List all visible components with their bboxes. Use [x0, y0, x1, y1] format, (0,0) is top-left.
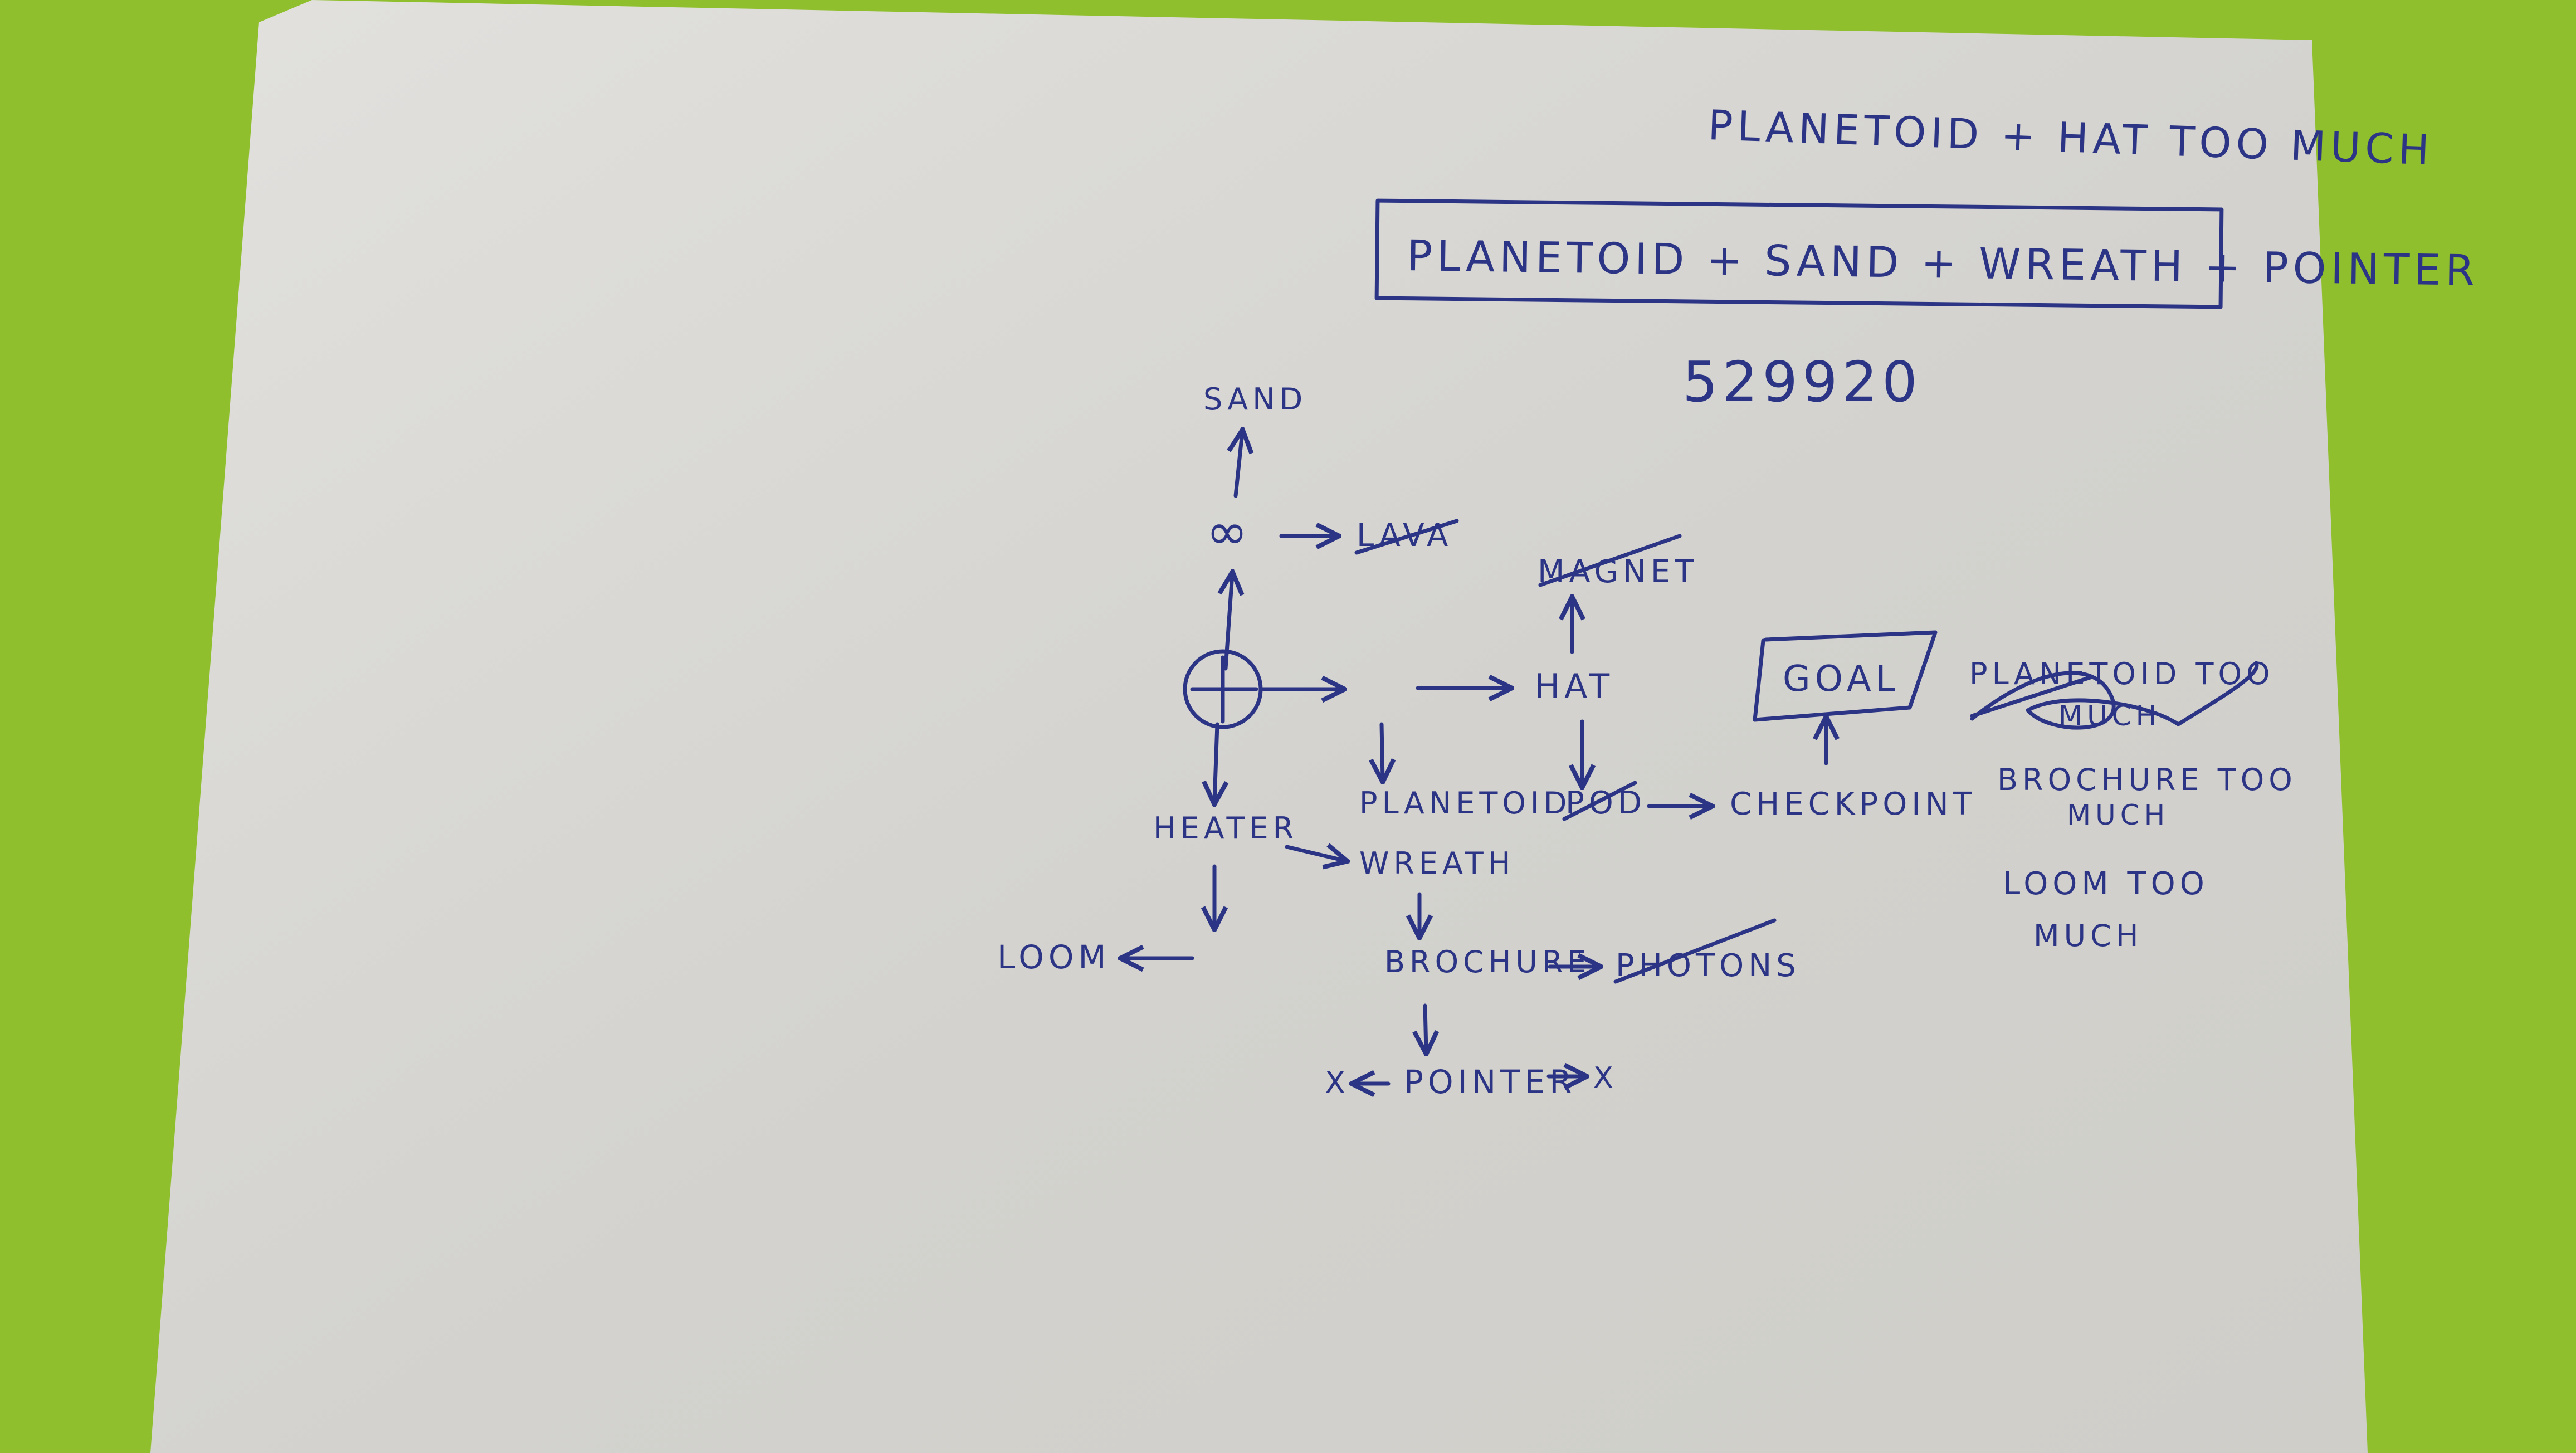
- arrow-to-sand: [1236, 432, 1242, 498]
- node-wreath: WREATH: [1359, 846, 1515, 881]
- arrow-to-planetoid: [1382, 722, 1383, 780]
- node-x-left: X: [1325, 1065, 1350, 1100]
- node-goal: GOAL: [1783, 659, 1900, 700]
- node-checkpoint: CHECKPOINT: [1730, 786, 1977, 822]
- arrow-heater-to-wreath: [1285, 847, 1345, 861]
- node-heater: HEATER: [1153, 811, 1298, 846]
- note-loom-too-much-line1: LOOM TOO: [2003, 866, 2209, 902]
- node-infinity: ∞: [1206, 503, 1252, 561]
- code-number: 529920: [1682, 349, 1922, 415]
- paper-sheet: [150, 0, 2368, 1453]
- note-planetoid-strikethrough: [1970, 675, 2094, 718]
- arrow-origin-to-heater: [1214, 722, 1217, 802]
- node-sand: SAND: [1203, 382, 1307, 417]
- boxed-note-frame: [1374, 198, 2224, 309]
- pod-strikethrough: [1562, 781, 1637, 821]
- note-planetoid-too-much-line1: PLANETOID TOO: [1969, 656, 2275, 691]
- node-planetoid: PLANETOID: [1359, 786, 1571, 821]
- node-pod: POD: [1565, 785, 1646, 821]
- node-photons: PHOTONS: [1616, 948, 1801, 984]
- node-x-right: X: [1593, 1061, 1618, 1095]
- node-pointer: POINTER: [1404, 1063, 1577, 1101]
- node-loom: LOOM: [997, 938, 1111, 976]
- goal-frame: [1753, 630, 1938, 722]
- node-brochure: BROCHURE: [1384, 944, 1591, 979]
- note-brochure-too-much-line2: MUCH: [2067, 799, 2169, 831]
- note-loom-too-much-line2: MUCH: [2033, 918, 2143, 953]
- magnet-strikethrough: [1538, 534, 1682, 587]
- photons-strikethrough: [1613, 918, 1777, 984]
- note-planetoid-scribble: [1970, 661, 2259, 730]
- lava-strikethrough: [1354, 519, 1459, 555]
- arrow-brochure-to-pointer: [1425, 1003, 1426, 1052]
- node-hat: HAT: [1535, 667, 1614, 706]
- note-brochure-too-much-line1: BROCHURE TOO: [1997, 762, 2297, 797]
